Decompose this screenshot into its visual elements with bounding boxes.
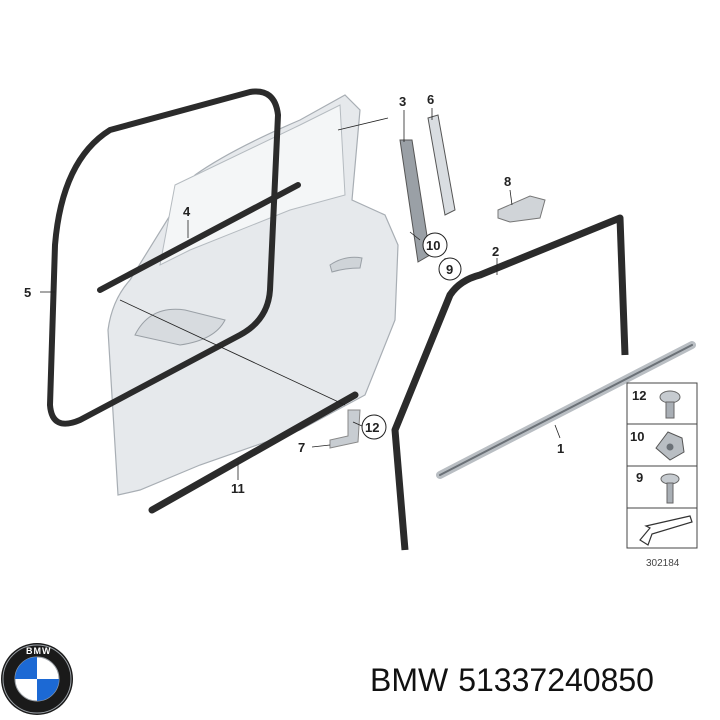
callout-8: 8	[504, 174, 511, 189]
bmw-logo-letters: BMW	[26, 646, 52, 656]
window-channel-2	[391, 214, 629, 551]
callout-1: 1	[557, 441, 564, 456]
screw-icon	[660, 473, 680, 504]
bmw-logo: BMW	[1, 643, 73, 715]
caption-brand: BMW	[370, 662, 449, 698]
callout-circle-9	[438, 257, 462, 281]
belt-strip-1-edge	[439, 344, 693, 476]
callout-9: 9	[446, 262, 453, 277]
pillar-trim-6	[427, 114, 456, 216]
callout-12: 12	[365, 420, 379, 435]
callout-circle-12	[361, 414, 387, 440]
callout-10: 10	[426, 238, 440, 253]
callout-5: 5	[24, 285, 31, 300]
callout-6: 6	[427, 92, 434, 107]
fastener-legend: 12 10 9	[626, 382, 698, 549]
bracket-8	[497, 195, 546, 223]
direction-arrow-icon	[639, 515, 693, 546]
leader-lines	[40, 108, 561, 480]
door-window-frame	[159, 104, 346, 266]
drawing-number: 302184	[646, 558, 680, 569]
callout-2: 2	[492, 244, 499, 259]
window-seal-4	[97, 182, 301, 293]
sill-seal-11	[148, 391, 359, 514]
clip-nut-icon	[655, 431, 685, 461]
caption-part-number: 51337240850	[458, 662, 654, 698]
callout-circle-10	[422, 232, 448, 258]
door-seal-5	[47, 88, 281, 427]
bolt-icon	[659, 390, 681, 419]
legend-number-10: 10	[630, 429, 644, 444]
mirror-mount	[134, 308, 226, 346]
bracket-7	[329, 409, 361, 449]
legend-number-9: 9	[636, 470, 643, 485]
callout-7: 7	[298, 440, 305, 455]
callout-11: 11	[231, 481, 245, 496]
callout-3: 3	[399, 94, 406, 109]
legend-number-12: 12	[632, 388, 646, 403]
door-handle	[329, 256, 363, 273]
callout-4: 4	[183, 204, 191, 219]
